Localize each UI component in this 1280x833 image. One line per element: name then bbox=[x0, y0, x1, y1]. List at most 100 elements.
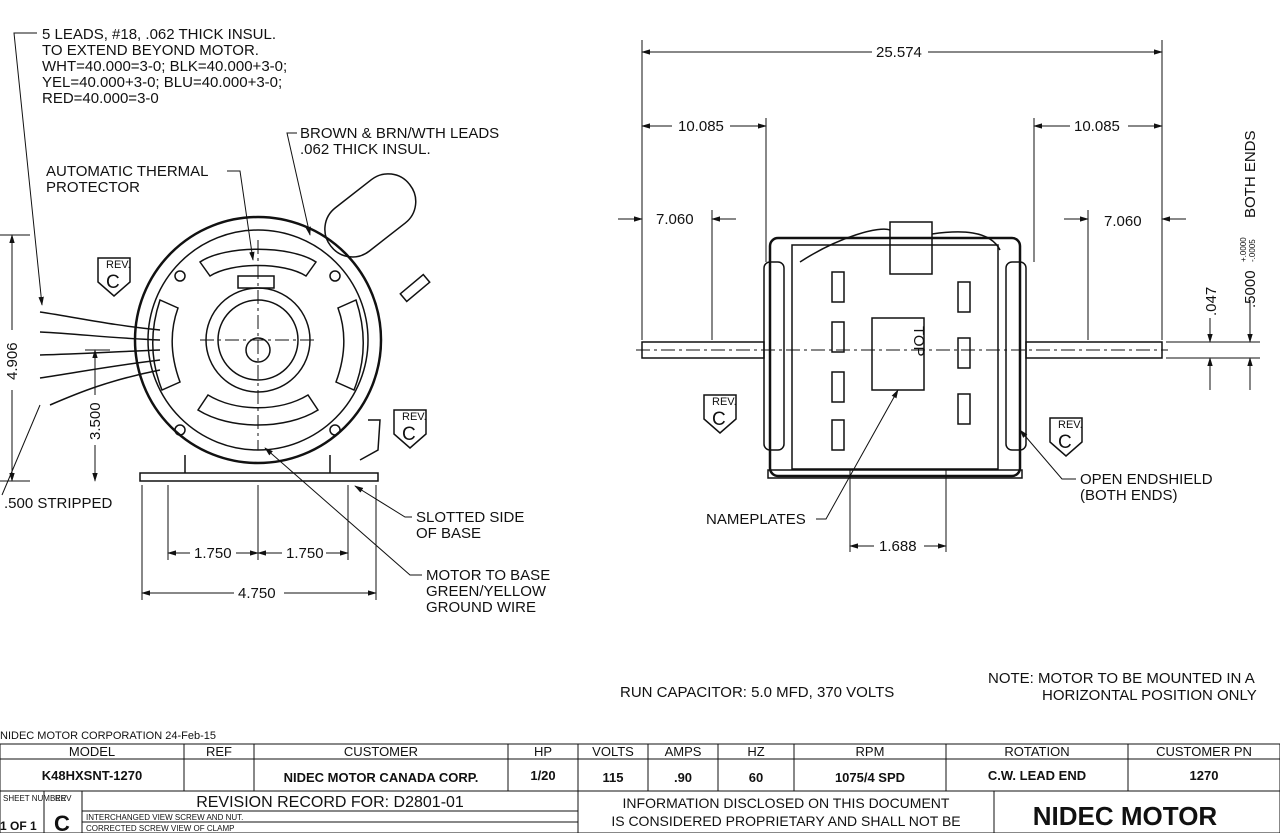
capacitor-wire-2 bbox=[931, 231, 1001, 251]
header-amps: AMPS bbox=[665, 744, 702, 759]
capacitor-clip bbox=[399, 273, 431, 303]
vent-right bbox=[335, 298, 364, 392]
endshield-note-line-2: (BOTH ENDS) bbox=[1080, 487, 1178, 504]
dim-shaft-dia-text: .5000 bbox=[1242, 270, 1259, 308]
endshield-left bbox=[763, 261, 785, 451]
brown-leads-note: BROWN & BRN/WTH LEADS .062 THICK INSUL. bbox=[286, 125, 499, 236]
rev-tag-letter: C bbox=[712, 409, 726, 430]
ground-note-line-2: GREEN/YELLOW bbox=[426, 583, 547, 600]
side-vent-5 bbox=[957, 281, 971, 313]
leads-note-line-5: RED=40.000=3-0 bbox=[42, 90, 159, 107]
both-ends-label: BOTH ENDS bbox=[1242, 130, 1259, 218]
brown-note-line-2: .062 THICK INSUL. bbox=[300, 141, 431, 158]
rev-tag-label: REV. bbox=[106, 259, 131, 271]
dim-left-shaft-text: 7.060 bbox=[656, 211, 694, 228]
rev-tag-shape bbox=[1049, 417, 1083, 457]
header-hp: HP bbox=[534, 744, 552, 759]
sheet-value: 1 OF 1 bbox=[0, 819, 37, 833]
rev-tag-shape bbox=[97, 257, 131, 297]
lead-wire-3 bbox=[39, 349, 161, 356]
rev-column-label: REV bbox=[55, 794, 72, 803]
bolt-top-right bbox=[329, 270, 341, 282]
header-customer: CUSTOMER bbox=[344, 744, 418, 759]
rev-tag-front-2: REV. C bbox=[393, 409, 427, 449]
ground-note: MOTOR TO BASE GREEN/YELLOW GROUND WIRE bbox=[264, 447, 550, 616]
top-label: TOP bbox=[910, 326, 927, 357]
motor-frame bbox=[768, 236, 1022, 478]
thermal-note-line-1: AUTOMATIC THERMAL bbox=[46, 163, 209, 180]
dim-base-text: 4.750 bbox=[238, 585, 276, 602]
value-model: K48HXSNT-1270 bbox=[42, 768, 142, 783]
thermal-leader bbox=[227, 170, 255, 261]
side-vent-3 bbox=[831, 371, 845, 403]
lead-wire-2 bbox=[39, 331, 161, 341]
slotted-note-line-1: SLOTTED SIDE bbox=[416, 509, 524, 526]
leads-note-line-4: YEL=40.000+3-0; BLU=40.000+3-0; bbox=[42, 74, 282, 91]
leads-leader bbox=[13, 32, 44, 306]
lead-wire-4 bbox=[39, 359, 161, 379]
title-block: NIDEC MOTOR CORPORATION 24-Feb-15 MODEL … bbox=[0, 730, 1280, 833]
dim-base-offset-text: 1.688 bbox=[879, 538, 917, 555]
run-capacitor-note: RUN CAPACITOR: 5.0 MFD, 370 VOLTS bbox=[620, 684, 894, 701]
motor-end-view bbox=[39, 173, 431, 482]
brown-leader bbox=[286, 132, 311, 236]
endshield-leader bbox=[1019, 429, 1076, 480]
header-hz: HZ bbox=[747, 744, 764, 759]
bolt-bottom-right bbox=[329, 424, 341, 436]
nidec-logo: NIDEC MOTOR bbox=[1033, 801, 1218, 831]
dim-tol-minus: -.0005 bbox=[1248, 239, 1257, 262]
value-customer-pn: 1270 bbox=[1190, 768, 1219, 783]
rev-column-value: C bbox=[54, 811, 70, 833]
rev-tag-side-1: REV. C bbox=[703, 394, 737, 434]
dim-half-right-text: 1.750 bbox=[286, 545, 324, 562]
endshield-right bbox=[1005, 261, 1027, 451]
mount-note-line-1: NOTE: MOTOR TO BE MOUNTED IN A bbox=[988, 670, 1255, 687]
bolt-top-left bbox=[174, 270, 186, 282]
side-vent-1 bbox=[831, 271, 845, 303]
dim-overall-text: 25.574 bbox=[876, 44, 922, 61]
capacitor-body bbox=[889, 221, 933, 275]
dim-flat-text: .047 bbox=[1203, 287, 1220, 316]
dim-left-ext-text: 10.085 bbox=[678, 118, 724, 135]
vent-top bbox=[198, 248, 318, 278]
dim-right-ext-text: 10.085 bbox=[1074, 118, 1120, 135]
rev-tag-label: REV. bbox=[402, 411, 427, 423]
side-base bbox=[767, 469, 1023, 479]
leads-note-line-1: 5 LEADS, #18, .062 THICK INSUL. bbox=[42, 26, 276, 43]
ground-leader bbox=[264, 447, 422, 576]
vent-bottom bbox=[196, 393, 320, 426]
mount-note-line-2: HORIZONTAL POSITION ONLY bbox=[1042, 687, 1257, 704]
side-vent-2 bbox=[831, 321, 845, 353]
value-rotation: C.W. LEAD END bbox=[988, 768, 1086, 783]
title-block-frame bbox=[0, 743, 1280, 833]
leads-note: 5 LEADS, #18, .062 THICK INSUL. TO EXTEN… bbox=[13, 26, 287, 306]
sheet-label: SHEET NUMBER bbox=[3, 794, 67, 803]
thermal-note-line-2: PROTECTOR bbox=[46, 179, 140, 196]
nameplates-note: NAMEPLATES bbox=[706, 389, 899, 528]
endshield-note: OPEN ENDSHIELD (BOTH ENDS) bbox=[1019, 429, 1213, 504]
motor-shell bbox=[791, 244, 999, 470]
value-customer: NIDEC MOTOR CANADA CORP. bbox=[284, 770, 479, 785]
brown-note-line-1: BROWN & BRN/WTH LEADS bbox=[300, 125, 499, 142]
rev-tag-label: REV. bbox=[712, 396, 737, 408]
column-dividers bbox=[43, 744, 1129, 833]
thermal-note: AUTOMATIC THERMAL PROTECTOR bbox=[46, 163, 255, 261]
rev-tag-front-1: REV. C bbox=[97, 257, 131, 297]
leads-note-line-3: WHT=40.000=3-0; BLK=40.000+3-0; bbox=[42, 58, 287, 75]
header-rotation: ROTATION bbox=[1004, 744, 1069, 759]
thermal-protector bbox=[237, 275, 275, 289]
motor-base bbox=[139, 472, 379, 482]
side-vent-7 bbox=[957, 393, 971, 425]
info-line-1: INFORMATION DISCLOSED ON THIS DOCUMENT bbox=[623, 795, 950, 811]
side-view: TOP 25.574 10.085 bbox=[618, 40, 1260, 704]
nameplates-leader bbox=[816, 389, 899, 520]
value-cells: K48HXSNT-1270 NIDEC MOTOR CANADA CORP. 1… bbox=[42, 768, 1219, 785]
value-volts: 115 bbox=[603, 770, 624, 785]
dim-right-shaft-text: 7.060 bbox=[1104, 213, 1142, 230]
header-model: MODEL bbox=[69, 744, 115, 759]
rev-tag-letter: C bbox=[106, 272, 120, 293]
value-amps: .90 bbox=[674, 770, 692, 785]
shaft bbox=[245, 337, 271, 363]
dim-tol-plus: +.0000 bbox=[1239, 237, 1248, 262]
